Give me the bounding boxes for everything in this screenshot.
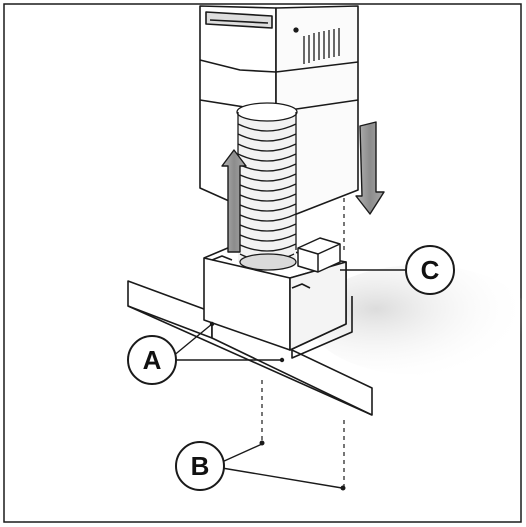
ceiling-beam — [127, 280, 373, 416]
down-arrow-icon — [355, 121, 385, 215]
shadow — [310, 265, 526, 375]
up-arrow-icon — [221, 149, 247, 253]
callout-c: C — [340, 245, 455, 295]
guide-lines — [261, 198, 345, 486]
figure-border — [3, 3, 522, 523]
callout-a-label: A — [143, 345, 162, 375]
junction-box — [297, 237, 341, 273]
vent-grille-icon — [293, 27, 340, 64]
callout-b: B — [175, 440, 346, 491]
callout-a: A — [127, 321, 285, 385]
callout-c-label: C — [421, 255, 440, 285]
callout-b-label: B — [191, 451, 210, 481]
flexible-duct — [236, 102, 298, 271]
